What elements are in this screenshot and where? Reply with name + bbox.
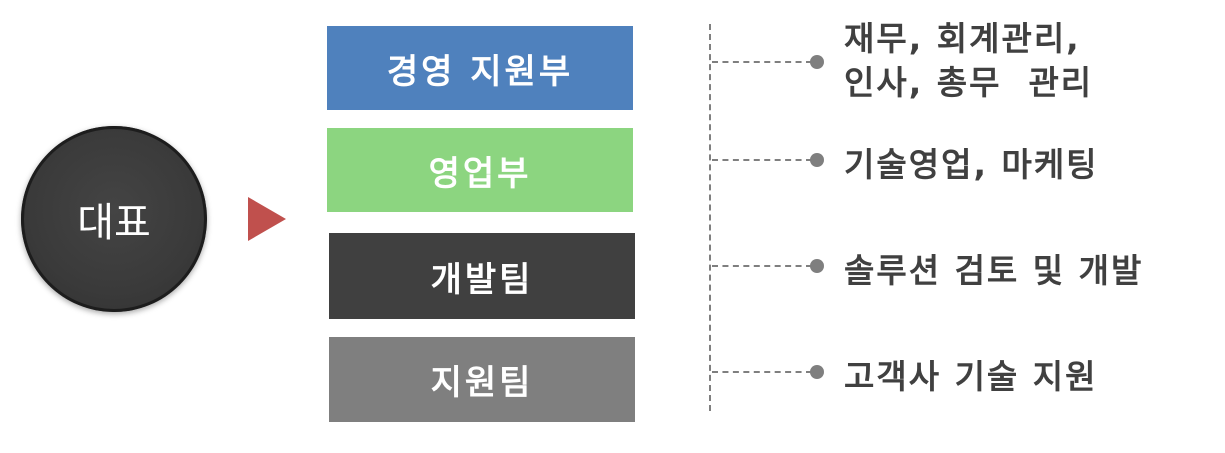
dept-description: 재무, 회계관리, 인사, 총무 관리: [844, 19, 1094, 102]
connector-branch: [712, 61, 812, 63]
connector-branch: [712, 371, 812, 373]
bullet-dot-icon: [810, 55, 824, 69]
ceo-node: 대표: [21, 126, 207, 312]
dept-support: 지원팀: [329, 337, 635, 422]
bullet-dot-icon: [810, 153, 824, 167]
dept-label: 개발팀: [430, 259, 534, 300]
dept-sales: 영업부: [327, 128, 633, 212]
connector-vertical-line: [709, 24, 711, 411]
bullet-dot-icon: [810, 365, 824, 379]
dept-management-support: 경영 지원부: [327, 26, 633, 110]
connector-branch: [712, 265, 812, 267]
dept-description: 고객사 기술 지원: [844, 357, 1098, 396]
bullet-dot-icon: [810, 259, 824, 273]
dept-label: 경영 지원부: [386, 51, 574, 92]
dept-label: 지원팀: [430, 363, 534, 403]
dept-label: 영업부: [428, 153, 532, 194]
connector-branch: [712, 159, 812, 161]
dept-development: 개발팀: [329, 233, 635, 319]
ceo-label: 대표: [77, 200, 151, 246]
dept-description: 기술영업, 마케팅: [844, 145, 1099, 184]
arrow-right-icon: [248, 197, 286, 241]
dept-description: 솔루션 검토 및 개발: [844, 251, 1144, 290]
